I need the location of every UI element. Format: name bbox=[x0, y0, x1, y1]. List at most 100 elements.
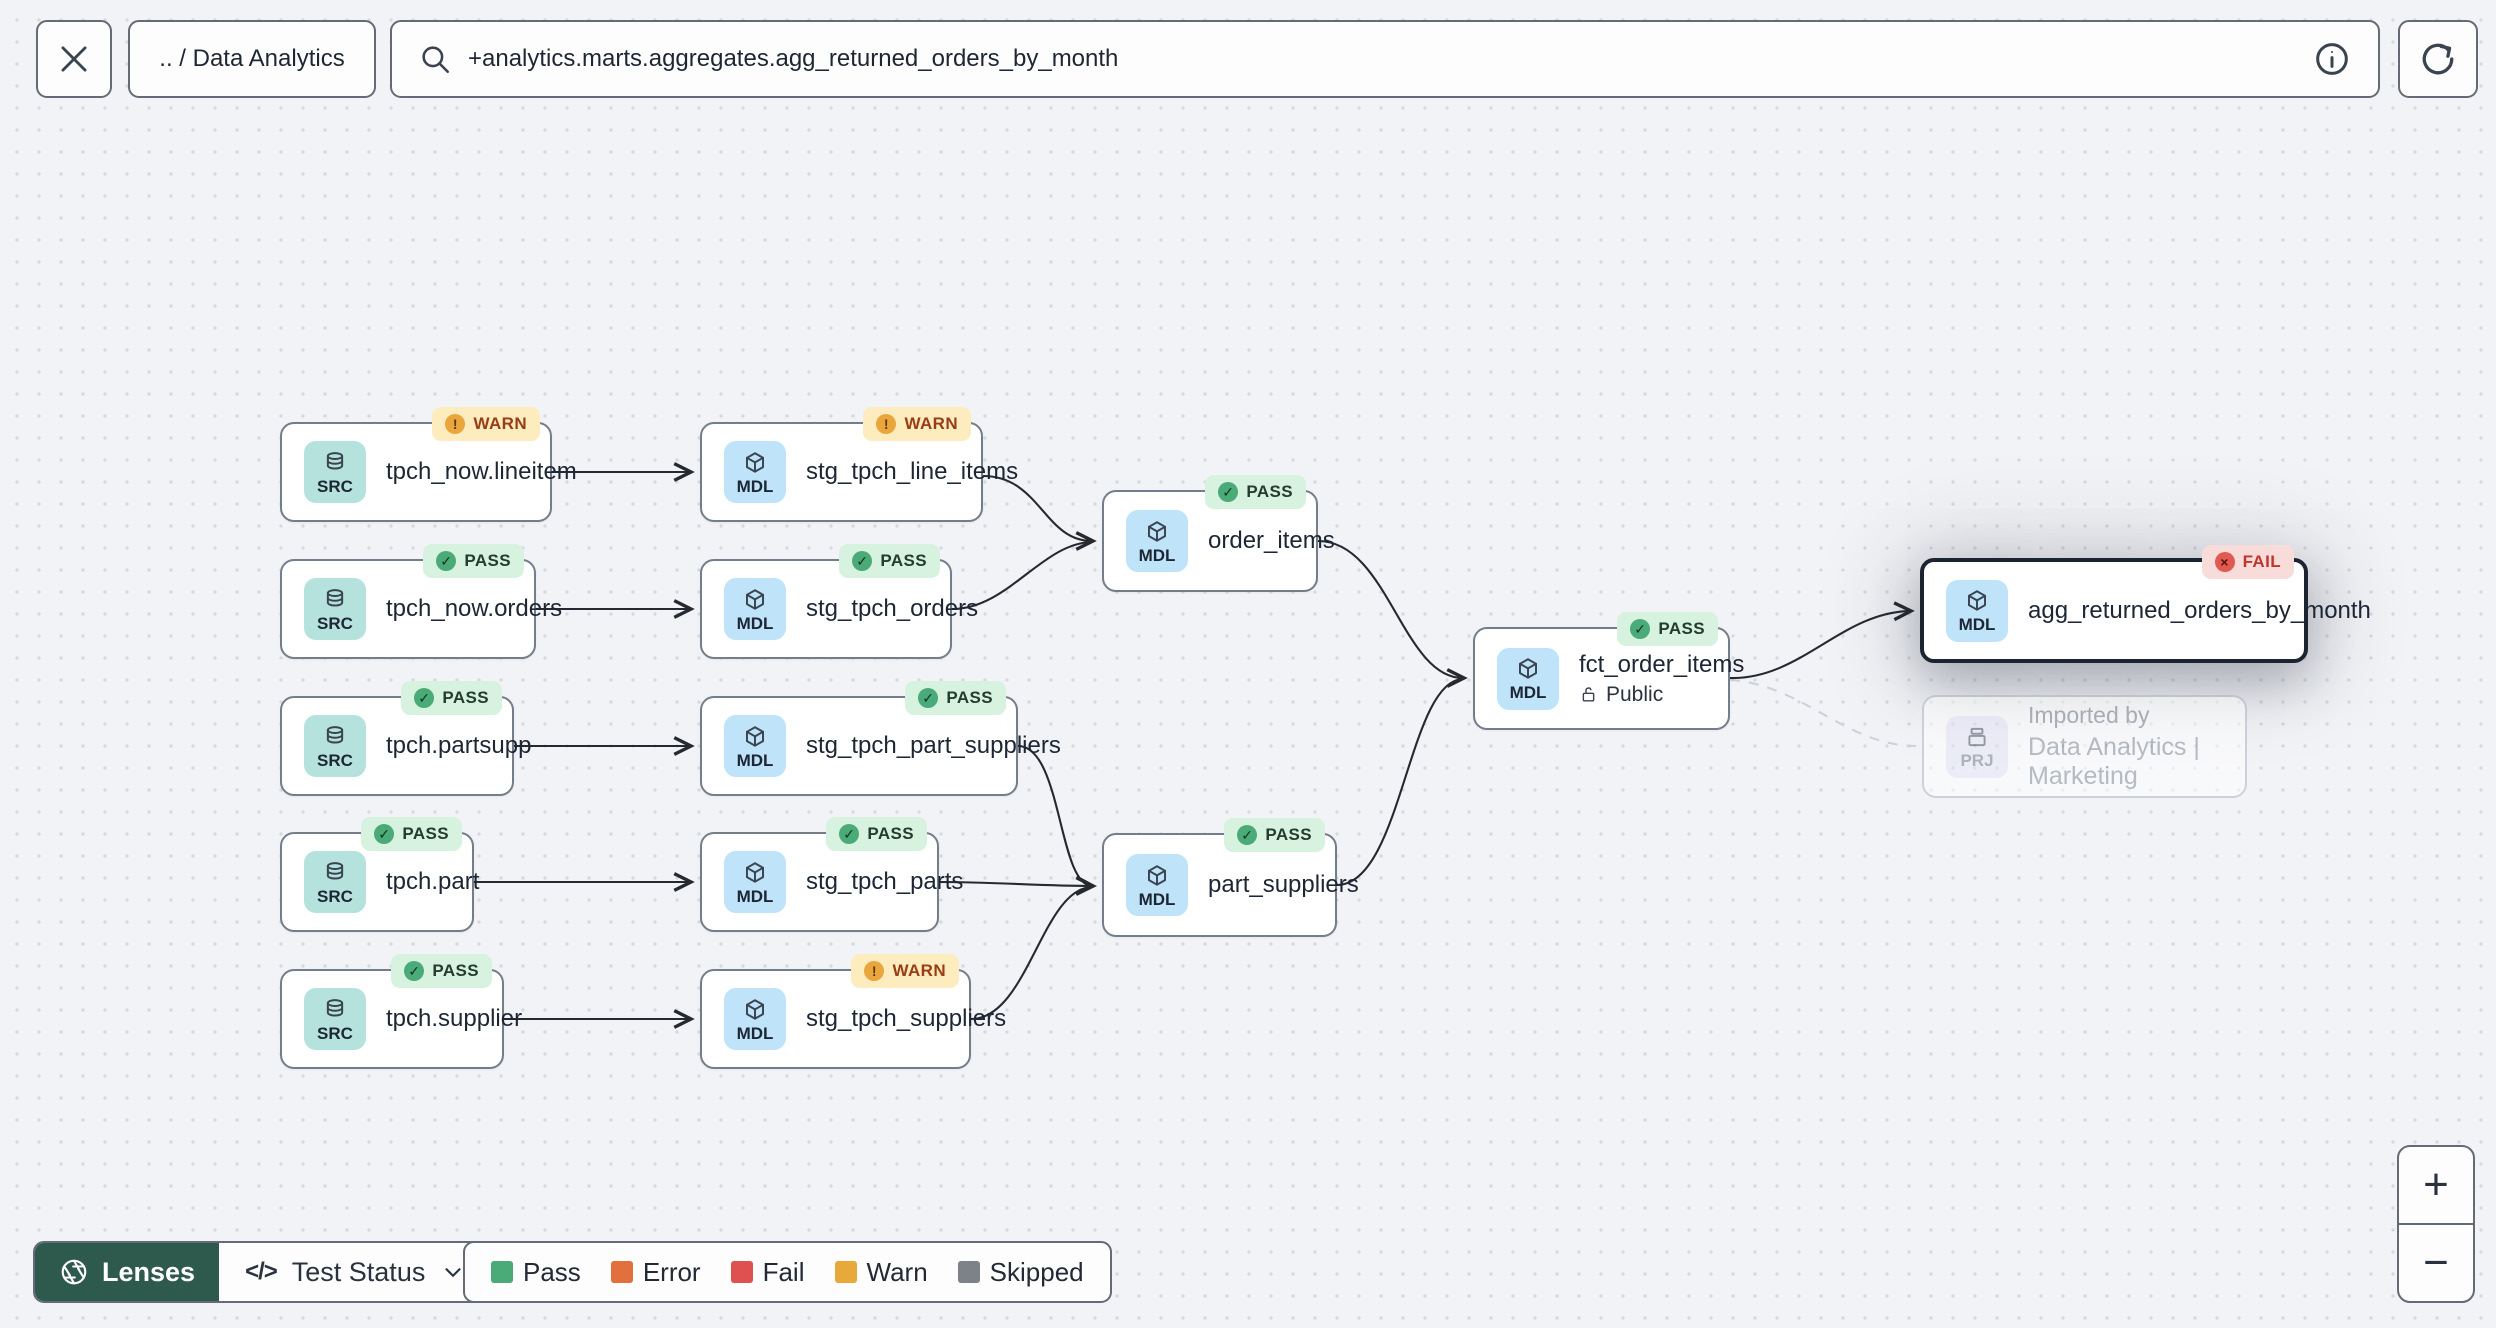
model-kind-badge: MDL bbox=[1497, 647, 1559, 710]
chevron-down-icon bbox=[445, 1268, 461, 1277]
check-icon: ✓ bbox=[1218, 482, 1239, 502]
status-badge: ✓ PASS bbox=[423, 544, 524, 578]
model-kind-badge: MDL bbox=[724, 578, 786, 640]
refresh-icon bbox=[2422, 43, 2454, 75]
check-icon: ✓ bbox=[1630, 619, 1651, 639]
status-badge: ! WARN bbox=[432, 407, 540, 441]
warn-swatch bbox=[834, 1261, 857, 1283]
archive-box-icon bbox=[1968, 727, 1986, 747]
model-kind-badge: MDL bbox=[1126, 510, 1188, 572]
source-kind-badge: SRC bbox=[304, 441, 366, 503]
database-icon bbox=[326, 588, 344, 606]
check-icon: ✓ bbox=[374, 824, 395, 844]
lenses-button[interactable]: Lenses bbox=[35, 1243, 220, 1301]
model-kind-badge: MDL bbox=[1126, 854, 1188, 916]
model-kind-badge: MDL bbox=[724, 851, 786, 913]
aperture-icon bbox=[61, 1259, 87, 1285]
breadcrumb-label: .. / Data Analytics bbox=[159, 45, 345, 72]
check-icon: ✓ bbox=[404, 961, 425, 981]
node-tpch-supplier[interactable]: ✓ PASS SRC tpch.supplier bbox=[280, 954, 522, 1069]
cube-icon bbox=[1519, 658, 1537, 679]
check-icon: ✓ bbox=[436, 551, 457, 571]
zoom-in-button[interactable]: + bbox=[2399, 1147, 2473, 1225]
node-tpch-now-lineitem[interactable]: ! WARN SRC tpch_now.lineitem bbox=[280, 407, 577, 522]
check-icon: ✓ bbox=[1237, 825, 1258, 845]
status-badge: × FAIL bbox=[2201, 545, 2294, 579]
database-icon bbox=[326, 998, 344, 1016]
legend-item-skipped: Skipped bbox=[957, 1257, 1084, 1288]
check-icon: ✓ bbox=[852, 551, 873, 571]
lenses-control: Lenses </> Test Status bbox=[33, 1241, 495, 1303]
breadcrumb[interactable]: .. / Data Analytics bbox=[128, 20, 376, 98]
node-tpch-part[interactable]: ✓ PASS SRC tpch.part bbox=[280, 817, 479, 932]
status-badge: ✓ PASS bbox=[401, 681, 502, 715]
cube-icon bbox=[1968, 590, 1986, 611]
node-agg-returned-orders-by-month[interactable]: × FAIL MDL agg_returned_orders_by_month bbox=[1920, 545, 2371, 663]
model-kind-badge: MDL bbox=[724, 988, 786, 1050]
status-badge: ✓ PASS bbox=[391, 954, 492, 988]
model-kind-badge: MDL bbox=[724, 715, 786, 777]
cube-icon bbox=[746, 451, 764, 473]
check-icon: ✓ bbox=[918, 688, 939, 708]
search-input[interactable] bbox=[468, 45, 2296, 73]
node-stg-tpch-parts[interactable]: ✓ PASS MDL stg_tpch_parts bbox=[700, 817, 963, 932]
fail-icon: × bbox=[2214, 552, 2235, 572]
close-button[interactable] bbox=[36, 20, 112, 98]
database-icon bbox=[326, 725, 344, 743]
refresh-button[interactable] bbox=[2398, 20, 2478, 98]
info-icon[interactable] bbox=[2312, 39, 2352, 79]
legend-item-pass: Pass bbox=[491, 1257, 581, 1288]
source-kind-badge: SRC bbox=[304, 851, 366, 913]
close-icon bbox=[61, 46, 87, 72]
cube-icon bbox=[746, 998, 764, 1020]
zoom-controls: + − bbox=[2397, 1145, 2475, 1303]
warning-icon: ! bbox=[445, 414, 466, 434]
status-badge: ✓ PASS bbox=[826, 817, 927, 851]
lenses-label: Lenses bbox=[102, 1256, 196, 1287]
test-status-legend: Pass Error Fail Warn Skipped bbox=[463, 1241, 1112, 1303]
node-order-items[interactable]: ✓ PASS MDL order_items bbox=[1102, 475, 1335, 592]
warning-icon: ! bbox=[864, 961, 885, 981]
warning-icon: ! bbox=[876, 414, 897, 434]
lens-selector[interactable]: </> Test Status bbox=[219, 1243, 492, 1301]
node-stg-tpch-line-items[interactable]: ! WARN MDL stg_tpch_line_items bbox=[700, 407, 1018, 522]
model-kind-badge: MDL bbox=[724, 441, 786, 503]
model-kind-badge: MDL bbox=[1946, 579, 2008, 642]
fail-swatch bbox=[730, 1261, 753, 1283]
lock-open-icon bbox=[1582, 687, 1595, 702]
status-badge: ✓ PASS bbox=[905, 681, 1006, 715]
legend-item-warn: Warn bbox=[834, 1257, 928, 1288]
plus-icon: + bbox=[2423, 1160, 2449, 1209]
node-imported-by-project[interactable]: PRJ Imported by Data Analytics | Marketi… bbox=[1922, 695, 2247, 798]
database-icon bbox=[326, 861, 344, 879]
status-badge: ✓ PASS bbox=[839, 544, 940, 578]
node-part-suppliers[interactable]: ✓ PASS MDL part_suppliers bbox=[1102, 818, 1359, 937]
status-badge: ! WARN bbox=[863, 407, 971, 441]
database-icon bbox=[326, 451, 344, 469]
cube-icon bbox=[746, 861, 764, 883]
check-icon: ✓ bbox=[414, 688, 435, 708]
node-fct-order-items[interactable]: ✓ PASS MDL fct_order_items Public bbox=[1473, 612, 1744, 730]
node-stg-tpch-part-suppliers[interactable]: ✓ PASS MDL stg_tpch_part_suppliers bbox=[700, 681, 1061, 796]
check-icon: ✓ bbox=[839, 824, 860, 844]
node-stg-tpch-orders[interactable]: ✓ PASS MDL stg_tpch_orders bbox=[700, 544, 978, 659]
error-swatch bbox=[610, 1261, 633, 1283]
status-badge: ✓ PASS bbox=[1205, 475, 1306, 509]
status-badge: ✓ PASS bbox=[1617, 612, 1718, 646]
access-label: Public bbox=[1579, 683, 1744, 707]
source-kind-badge: SRC bbox=[304, 578, 366, 640]
node-tpch-partsupp[interactable]: ✓ PASS SRC tpch.partsupp bbox=[280, 681, 531, 796]
zoom-out-button[interactable]: − bbox=[2399, 1225, 2473, 1301]
node-tpch-now-orders[interactable]: ✓ PASS SRC tpch_now.orders bbox=[280, 544, 562, 659]
search-icon bbox=[422, 46, 450, 74]
project-kind-badge: PRJ bbox=[1946, 715, 2008, 778]
search-bar[interactable] bbox=[390, 20, 2380, 98]
importing-project-label: Data Analytics | Marketing bbox=[2028, 733, 2200, 790]
source-kind-badge: SRC bbox=[304, 988, 366, 1050]
lens-selected-label: Test Status bbox=[291, 1256, 426, 1287]
node-stg-tpch-suppliers[interactable]: ! WARN MDL stg_tpch_suppliers bbox=[700, 954, 1006, 1069]
legend-item-fail: Fail bbox=[730, 1257, 805, 1288]
cube-icon bbox=[746, 725, 764, 747]
